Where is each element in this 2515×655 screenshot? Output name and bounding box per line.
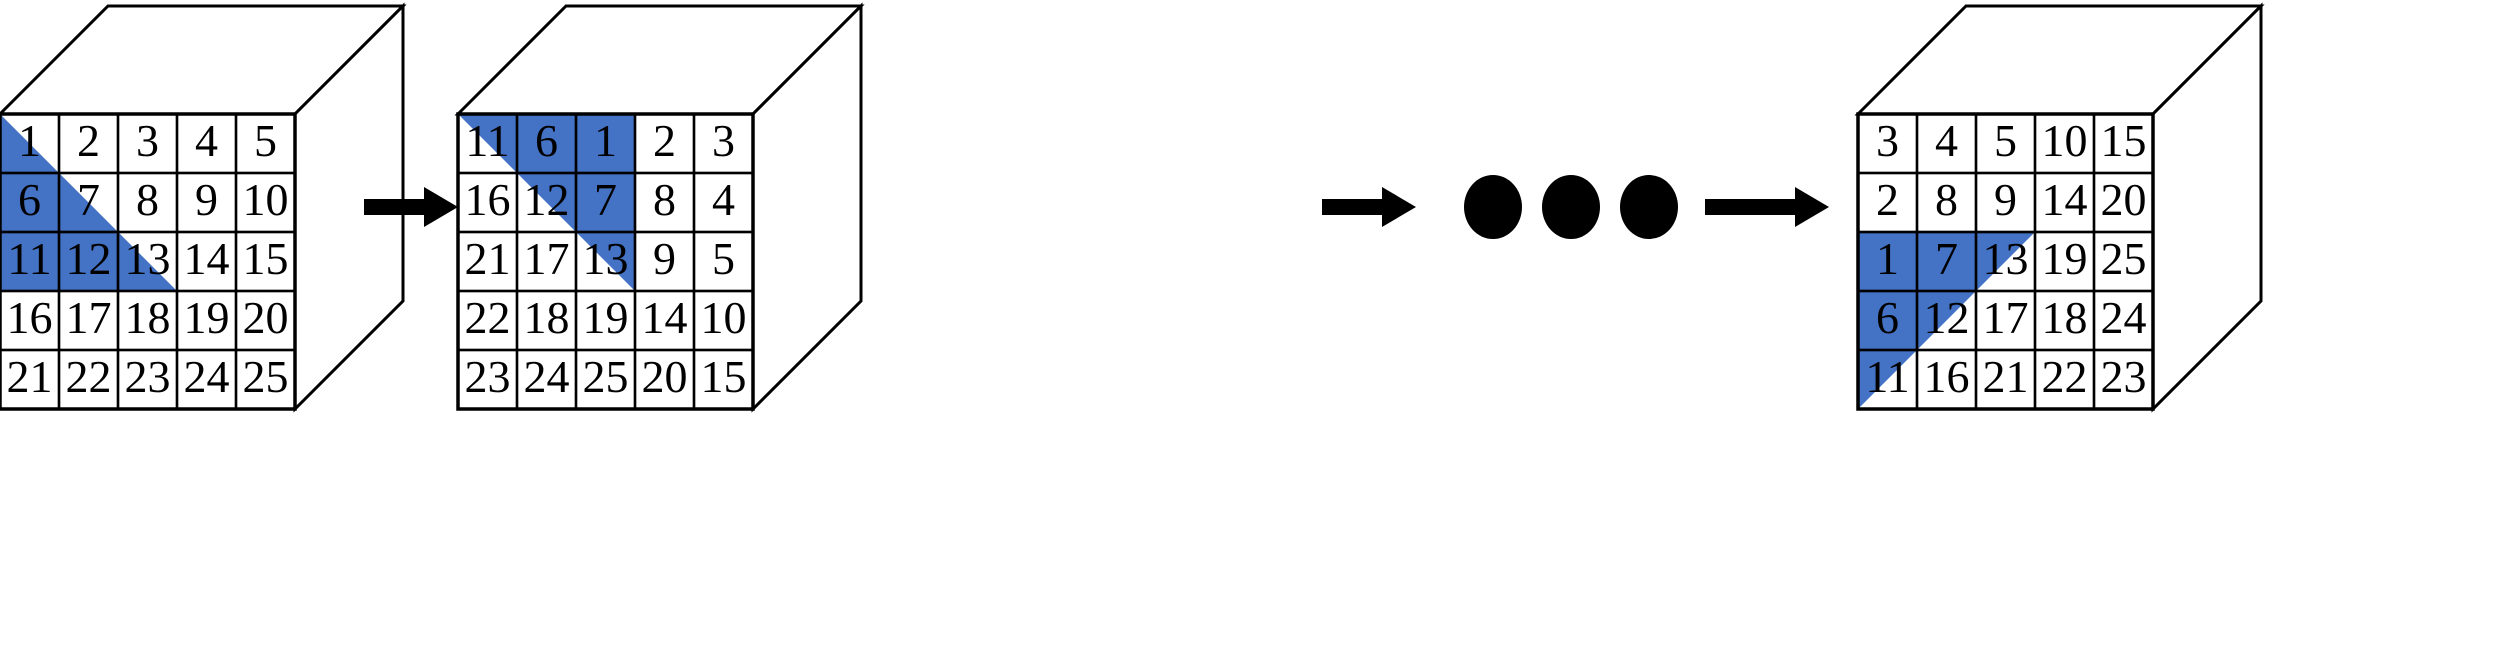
ellipsis-dot (1464, 175, 1522, 239)
cell-value.0-r4-c1: 16 (7, 292, 53, 343)
cell-value.0-r5-c4: 24 (184, 351, 230, 402)
cell-value.1-r5-c4: 20 (642, 351, 688, 402)
cell-value.2-r3-c5: 25 (2101, 233, 2147, 284)
cell-value.0-r4-c4: 19 (184, 292, 230, 343)
cell-value.1-r2-c1: 16 (465, 174, 511, 225)
cell-value.2-r5-c5: 23 (2101, 351, 2147, 402)
highlight-region.2 (1858, 232, 2035, 409)
cell-value.0-r1-c1: 1 (18, 115, 41, 166)
cell-value.2-r2-c4: 14 (2042, 174, 2088, 225)
cube-front-face-border.0 (0, 112, 297, 411)
ellipsis-dot (1542, 175, 1600, 239)
arrow-glyph (364, 187, 458, 227)
cell-value.0-r3-c2: 12 (66, 233, 112, 284)
cell-value.1-r1-c5: 3 (712, 115, 735, 166)
cell-value.1-r4-c1: 22 (465, 292, 511, 343)
cell-value.2-r5-c1: 11 (1865, 351, 1909, 402)
cell-value.2-r1-c3: 5 (1994, 115, 2017, 166)
cell-value.0-r2-c5: 10 (243, 174, 289, 225)
cell-value.1-r2-c2: 12 (524, 174, 570, 225)
arrow-2 (1322, 180, 1416, 239)
cell-value.1-r1-c3: 1 (594, 115, 617, 166)
cell-value.2-r2-c3: 9 (1994, 174, 2017, 225)
cell-value.2-r4-c2: 12 (1924, 292, 1970, 343)
cell-value.0-r1-c4: 4 (195, 115, 218, 166)
cell-value.2-r2-c1: 2 (1876, 174, 1899, 225)
cell-value.0-r1-c3: 3 (136, 115, 159, 166)
cell-value.2-r2-c2: 8 (1935, 174, 1958, 225)
cell-value.2-r5-c2: 16 (1924, 351, 1970, 402)
cell-value.0-r4-c5: 20 (243, 292, 289, 343)
cell-value.2-r3-c1: 1 (1876, 233, 1899, 284)
ellipsis (1464, 175, 1678, 239)
cell-value.1-r1-c2: 6 (535, 115, 558, 166)
cube-front-face-border.1 (456, 112, 755, 411)
cell-value.0-r2-c2: 7 (77, 174, 100, 225)
cube-front-face-border.2 (1856, 112, 2155, 411)
cell-value.1-r1-c1: 11 (465, 115, 509, 166)
cell-value.0-r3-c1: 11 (7, 233, 51, 284)
cell-value.0-r2-c1: 6 (18, 174, 41, 225)
cell-value.0-r4-c3: 18 (125, 292, 171, 343)
cell-value.0-r3-c5: 15 (243, 233, 289, 284)
cell-value.2-r4-c1: 6 (1876, 292, 1899, 343)
cell-value.2-r1-c2: 4 (1935, 115, 1958, 166)
cell-value.1-r4-c5: 10 (701, 292, 747, 343)
cell-value.1-r4-c2: 18 (524, 292, 570, 343)
cell-value.2-r4-c3: 17 (1983, 292, 2029, 343)
arrow-3 (1705, 180, 1829, 239)
arrow-1 (364, 180, 458, 239)
cell-value.1-r5-c3: 25 (583, 351, 629, 402)
cell-value.1-r5-c1: 23 (465, 351, 511, 402)
cell-value.1-r4-c4: 14 (642, 292, 688, 343)
highlight-region.1 (458, 114, 635, 291)
cell-value.1-r3-c2: 17 (524, 233, 570, 284)
cell-value.0-r5-c3: 23 (125, 351, 171, 402)
ellipsis-dot (1620, 175, 1678, 239)
cell-value.1-r4-c3: 19 (583, 292, 629, 343)
cell-value.2-r2-c5: 20 (2101, 174, 2147, 225)
cell-value.2-r1-c1: 3 (1876, 115, 1899, 166)
cell-value.0-r1-c2: 2 (77, 115, 100, 166)
cell-value.1-r3-c4: 9 (653, 233, 676, 284)
cell-value.0-r1-c5: 5 (254, 115, 277, 166)
cell-value.1-r3-c1: 21 (465, 233, 511, 284)
cell-value.2-r3-c2: 7 (1935, 233, 1958, 284)
cell-value.2-r1-c5: 15 (2101, 115, 2147, 166)
cell-value.0-r3-c4: 14 (184, 233, 230, 284)
highlight-region.0 (0, 114, 177, 291)
cell-value.0-r2-c4: 9 (195, 174, 218, 225)
cell-value.0-r3-c3: 13 (125, 233, 171, 284)
cell-value.2-r5-c4: 22 (2042, 351, 2088, 402)
cell-value.0-r5-c1: 21 (7, 351, 53, 402)
cell-value.1-r5-c5: 15 (701, 351, 747, 402)
cell-value.1-r5-c2: 24 (524, 351, 570, 402)
cell-value.1-r2-c3: 7 (594, 174, 617, 225)
cell-value.1-r3-c3: 13 (583, 233, 629, 284)
arrow-glyph (1705, 187, 1829, 227)
cell-value.2-r4-c4: 18 (2042, 292, 2088, 343)
cell-value.1-r2-c4: 8 (653, 174, 676, 225)
cell-value.2-r5-c3: 21 (1983, 351, 2029, 402)
cell-value.1-r1-c4: 2 (653, 115, 676, 166)
cell-value.0-r4-c2: 17 (66, 292, 112, 343)
cell-value.2-r4-c5: 24 (2101, 292, 2147, 343)
cell-value.0-r2-c3: 8 (136, 174, 159, 225)
cell-value.2-r1-c4: 10 (2042, 115, 2088, 166)
cell-value.1-r3-c5: 5 (712, 233, 735, 284)
cell-value.0-r5-c5: 25 (243, 351, 289, 402)
cell-value.2-r3-c3: 13 (1983, 233, 2029, 284)
arrow-glyph (1322, 187, 1416, 227)
cell-value.2-r3-c4: 19 (2042, 233, 2088, 284)
cell-value.1-r2-c5: 4 (712, 174, 735, 225)
cell-value.0-r5-c2: 22 (66, 351, 112, 402)
